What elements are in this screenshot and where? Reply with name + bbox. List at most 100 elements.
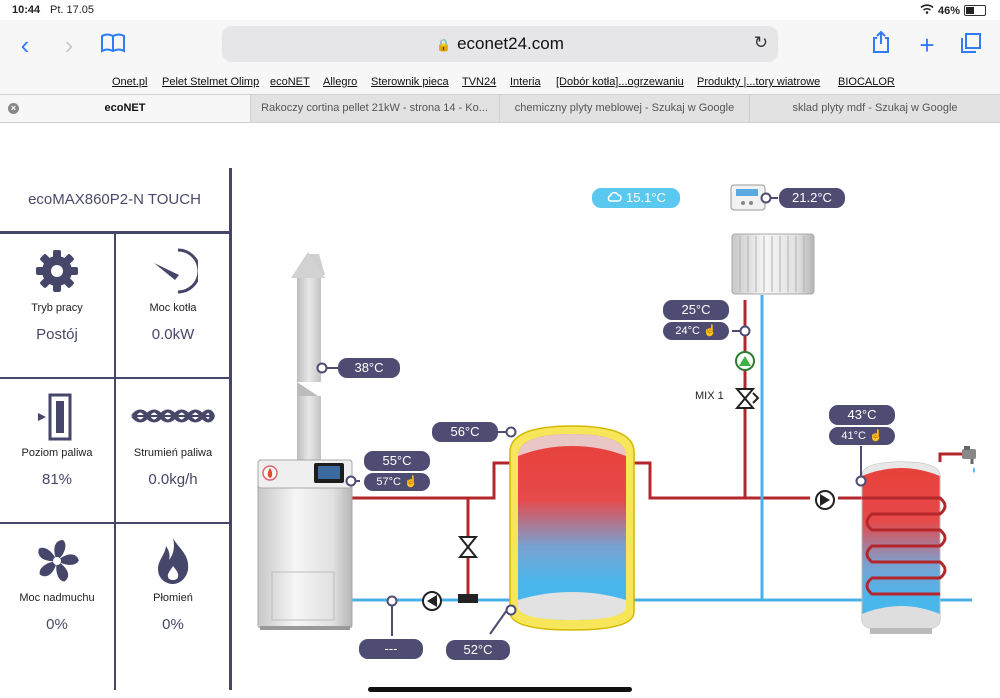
bookmark-tvn24[interactable]: TVN24 — [462, 76, 497, 88]
buffer-top-temp: 56°C — [450, 424, 480, 439]
tab-rakoczy[interactable]: Rakoczy cortina pellet 21kW - strona 14 … — [250, 95, 500, 122]
buffer-bottom-badge[interactable]: 52°C — [446, 640, 510, 660]
bookmark-allegro[interactable]: Allegro — [323, 76, 358, 88]
room-thermostat-icon — [730, 184, 766, 211]
controller-title: ecoMAX860P2-N TOUCH — [28, 191, 201, 208]
sensor-markers — [316, 192, 867, 636]
boiler-set-badge[interactable]: 57°C ☝ — [364, 473, 430, 491]
new-tab-button[interactable]: + — [919, 30, 935, 60]
boiler-temp: 55°C — [382, 453, 412, 468]
buffer-tank — [509, 425, 635, 631]
tile-value: 0.0kW — [151, 326, 195, 343]
reload-icon[interactable]: ↻ — [753, 33, 768, 52]
buffer-top-badge[interactable]: 56°C — [432, 422, 498, 442]
back-button[interactable]: ‹ — [20, 30, 30, 60]
bookmark-dobor-kotla[interactable]: [Dobór kotła]...ogrzewaniu — [556, 76, 684, 88]
bookmark-interia[interactable]: Interia — [510, 76, 541, 88]
panel-grid-h3 — [0, 522, 229, 524]
hand-icon: ☝ — [702, 325, 717, 337]
tile-tryb-pracy[interactable]: Tryb pracy Postój — [0, 234, 114, 379]
flame-icon — [158, 538, 189, 584]
valve-icon — [457, 536, 479, 558]
mix-temp-badge[interactable]: 25°C — [663, 300, 729, 320]
tee-connector — [458, 594, 478, 603]
tab-sklad[interactable]: sklad plyty mdf - Szukaj w Google — [750, 95, 1000, 122]
tab-label: chemiczny plyty meblowej - Szukaj w Goog… — [514, 102, 735, 114]
panel-grid-h2 — [0, 377, 229, 379]
radiator — [731, 233, 815, 295]
panel-grid-v — [114, 233, 116, 690]
tile-value: 81% — [41, 471, 73, 488]
return-temp: --- — [384, 641, 398, 656]
pump-icon — [735, 351, 755, 371]
dhw-set-badge[interactable]: 41°C ☝ — [829, 427, 895, 445]
battery-percent: 46% — [937, 4, 960, 17]
status-right: 46% — [920, 4, 986, 17]
tile-value: 0.0kg/h — [148, 471, 198, 488]
mix-valve-label: MIX 1 — [695, 390, 724, 402]
mix-valve-icon — [734, 388, 760, 409]
tile-moc-kotla[interactable]: Moc kotła 0.0kW — [116, 234, 230, 379]
tile-label: Strumień paliwa — [133, 447, 213, 459]
tabs-button[interactable] — [954, 30, 988, 60]
status-date: Pt. 17.05 — [50, 4, 95, 16]
flue-temp-badge[interactable]: 38°C — [338, 358, 400, 378]
forward-button[interactable]: › — [64, 30, 74, 60]
tile-value: 0% — [46, 616, 68, 633]
bookmark-sterownik[interactable]: Sterownik pieca — [371, 76, 449, 88]
tile-moc-nadmuchu[interactable]: Moc nadmuchu 0% — [0, 524, 114, 669]
tab-label: Rakoczy cortina pellet 21kW - strona 14 … — [261, 102, 488, 114]
chimney — [291, 252, 325, 462]
tile-value: 0% — [162, 616, 184, 633]
pump-icon — [815, 490, 835, 510]
status-time: 10:44 — [12, 4, 41, 16]
tile-strumien-paliwa[interactable]: Strumień paliwa 0.0kg/h — [116, 379, 230, 524]
gauge-icon — [154, 248, 198, 294]
tabs-icon — [961, 33, 981, 53]
tab-bar: × ecoNET Rakoczy cortina pellet 21kW - s… — [0, 94, 1000, 123]
bookmark-pelet-stelmet[interactable]: Pelet Stelmet Olimp — [162, 76, 260, 88]
share-icon — [873, 30, 889, 53]
room-temp: 21.2°C — [792, 190, 832, 205]
dhw-temp-badge[interactable]: 43°C — [829, 405, 895, 425]
tile-label: Moc nadmuchu — [19, 592, 95, 604]
tab-label: ecoNET — [104, 102, 146, 114]
water-tap-icon — [962, 446, 976, 473]
close-icon[interactable]: × — [8, 103, 19, 114]
bookmark-produkty[interactable]: Produkty |...tory wiatrowe — [697, 76, 821, 88]
tab-chemiczny[interactable]: chemiczny plyty meblowej - Szukaj w Goog… — [500, 95, 750, 122]
mix-set: 24°C — [675, 325, 700, 337]
dhw-tank — [861, 461, 947, 634]
bookmark-econet[interactable]: ecoNET — [270, 76, 310, 88]
tab-econet[interactable]: × ecoNET — [0, 95, 251, 122]
tile-plomien[interactable]: Płomień 0% — [116, 524, 230, 669]
book-icon — [101, 33, 125, 53]
buffer-bottom-temp: 52°C — [463, 642, 493, 657]
hand-icon: ☝ — [403, 476, 418, 488]
home-indicator[interactable] — [368, 687, 632, 692]
return-temp-badge[interactable]: --- — [359, 639, 423, 659]
tile-value: Postój — [36, 326, 78, 343]
boiler-temp-badge[interactable]: 55°C — [364, 451, 430, 471]
bookmark-biocalor[interactable]: BIOCALOR — [838, 76, 895, 88]
tab-label: sklad plyty mdf - Szukaj w Google — [792, 102, 958, 114]
dhw-set: 41°C — [841, 430, 866, 442]
tile-label: Płomień — [153, 592, 193, 604]
pump-icon — [422, 591, 442, 611]
flue-temp: 38°C — [354, 360, 384, 375]
outside-temp-badge[interactable]: 15.1°C — [592, 188, 680, 208]
bookmark-onet[interactable]: Onet.pl — [112, 76, 148, 88]
bookmarks-button[interactable] — [96, 30, 130, 60]
boiler-set: 57°C — [376, 476, 401, 488]
gear-icon — [36, 250, 78, 292]
wifi-icon — [920, 4, 934, 17]
share-button[interactable] — [864, 30, 898, 60]
mix-set-badge[interactable]: 24°C ☝ — [663, 322, 729, 340]
address-bar[interactable]: 🔒econet24.com ↻ — [222, 26, 778, 62]
panel-divider — [229, 168, 232, 690]
battery-icon — [964, 5, 986, 16]
tile-poziom-paliwa[interactable]: Poziom paliwa 81% — [0, 379, 114, 524]
room-temp-badge[interactable]: 21.2°C — [779, 188, 845, 208]
fan-icon — [38, 540, 79, 582]
